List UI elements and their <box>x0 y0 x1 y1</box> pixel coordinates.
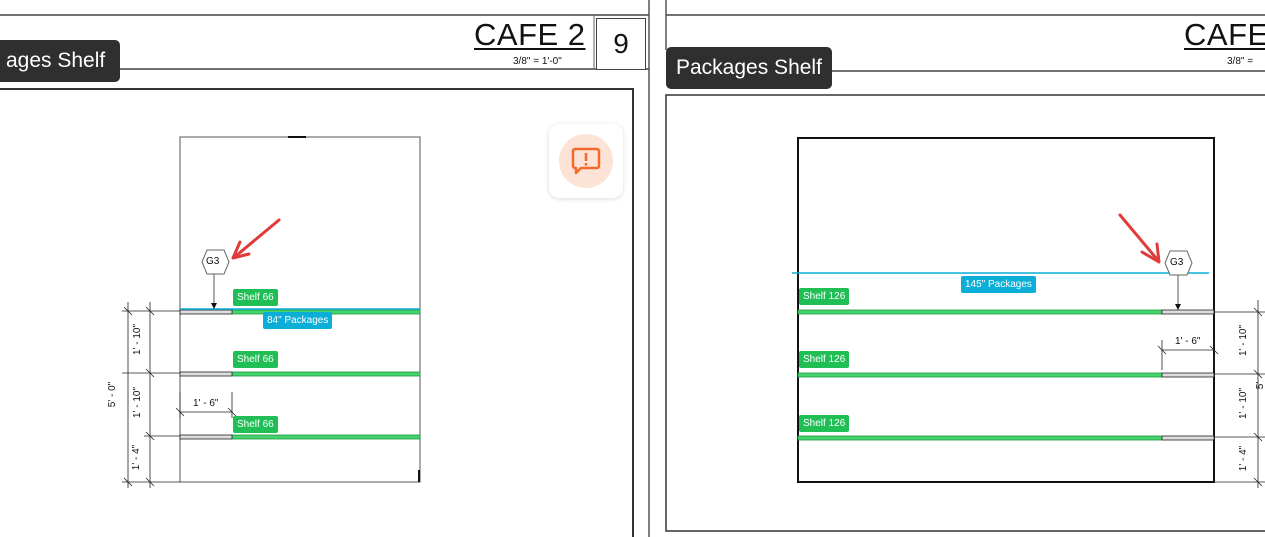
right-dim-partial: 5' <box>1255 381 1265 390</box>
right-shelf-tag-2[interactable]: Shelf 126 <box>799 351 850 368</box>
left-g3-marker[interactable]: G3 <box>206 256 220 267</box>
right-dim-segment-1: 1' - 10" <box>1238 324 1250 357</box>
left-sheet-title: CAFE 2 <box>474 17 586 52</box>
feedback-alert-icon <box>571 147 601 175</box>
right-shelf-3 <box>797 435 1215 441</box>
feedback-button-circle <box>559 134 613 188</box>
left-dimension-lines <box>122 302 237 488</box>
left-dim-segment-3: 1' - 4" <box>131 444 143 471</box>
right-dim-depth: 1' - 6" <box>1175 336 1201 347</box>
left-shelf-tag-1[interactable]: Shelf 66 <box>233 289 278 306</box>
left-sheet-number: 9 <box>596 18 646 70</box>
right-red-arrow-icon <box>1118 213 1161 264</box>
left-dim-segment-2: 1' - 10" <box>132 386 144 419</box>
left-dim-segment-1: 1' - 10" <box>132 323 144 356</box>
left-view-label[interactable]: ages Shelf <box>0 40 120 82</box>
right-dim-segment-3: 1' - 4" <box>1238 445 1250 472</box>
right-shelf-2 <box>797 372 1215 378</box>
right-g3-hex-icon <box>1164 250 1193 276</box>
left-shelf-tag-3[interactable]: Shelf 66 <box>233 416 278 433</box>
right-dimension-lines <box>1157 300 1265 488</box>
left-packages-tag[interactable]: 84" Packages <box>263 312 333 329</box>
left-shelf-tag-2[interactable]: Shelf 66 <box>233 351 278 368</box>
left-red-arrow-icon <box>231 218 281 260</box>
right-view-frame <box>665 94 1265 532</box>
left-shelf-2 <box>179 371 421 377</box>
right-shelf-tag-3[interactable]: Shelf 126 <box>799 415 850 432</box>
right-dim-segment-2: 1' - 10" <box>1238 387 1250 420</box>
feedback-button[interactable] <box>549 124 623 198</box>
right-view-label[interactable]: Packages Shelf <box>666 47 832 89</box>
left-dim-depth: 1' - 6" <box>193 398 219 409</box>
left-sheet-scale: 3/8" = 1'-0" <box>513 56 562 67</box>
left-shelf-3 <box>179 434 421 440</box>
right-packages-tag[interactable]: 145" Packages <box>961 276 1036 293</box>
right-shelf-1 <box>797 309 1215 315</box>
right-sheet-title: CAFE <box>1184 17 1265 52</box>
right-shelf-tag-1[interactable]: Shelf 126 <box>799 288 850 305</box>
left-view-frame <box>0 88 634 537</box>
right-g3-marker[interactable]: G3 <box>1170 257 1184 268</box>
right-sheet-scale: 3/8" = <box>1227 56 1254 67</box>
left-g3-hex-icon <box>201 249 230 275</box>
left-dim-overall: 5' - 0" <box>107 381 119 408</box>
